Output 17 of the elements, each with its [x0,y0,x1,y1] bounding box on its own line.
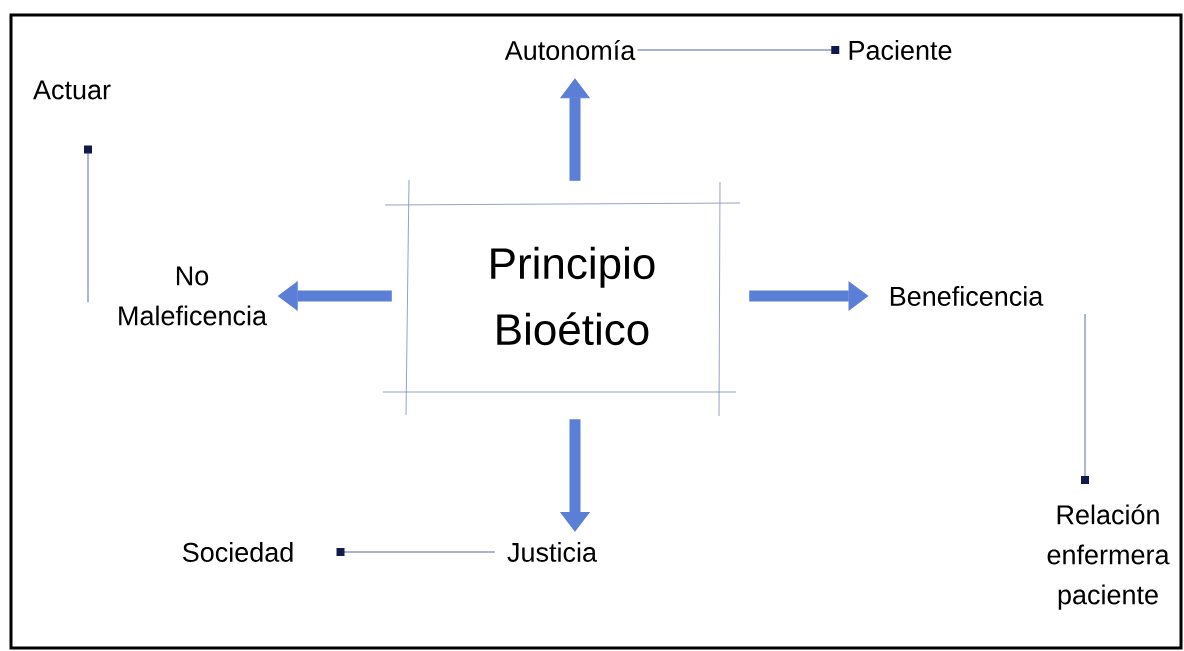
connector-line [636,46,840,54]
block-arrow [560,78,590,181]
concept-label: Actuar [33,80,111,100]
block-arrow [278,281,392,311]
block-arrow [560,419,590,532]
connector-line [1081,313,1089,485]
concept-box: Principio Bioético [382,179,741,417]
concept-label: Autonomía [504,39,636,61]
connector-line [336,548,496,556]
concept-label: No Maleficencia [119,266,267,326]
concept-label: Relación enfermera paciente [1047,504,1170,610]
concept-label: Justicia [507,542,597,562]
concept-label: Paciente [849,40,952,60]
connector-line [84,145,92,304]
block-arrow [749,281,869,311]
concept-label: Sociedad [182,542,293,562]
concept-label: Beneficencia [890,286,1044,306]
